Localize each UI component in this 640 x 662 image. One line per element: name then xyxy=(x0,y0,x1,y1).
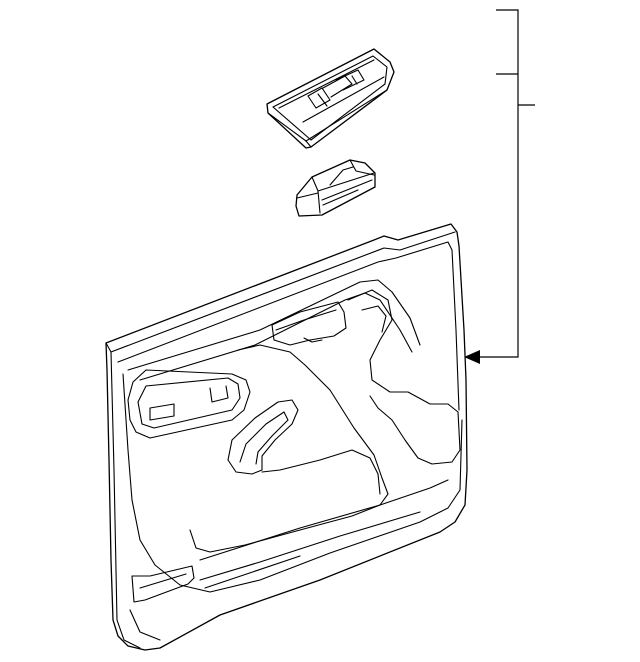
window-switch-bezel-icon xyxy=(266,48,395,149)
door-panel-icon xyxy=(105,223,468,651)
callout-bracket xyxy=(464,9,535,364)
pointer-arrow-icon xyxy=(464,350,480,364)
bracket-main-line xyxy=(478,9,519,358)
lock-switch-icon xyxy=(295,159,376,217)
